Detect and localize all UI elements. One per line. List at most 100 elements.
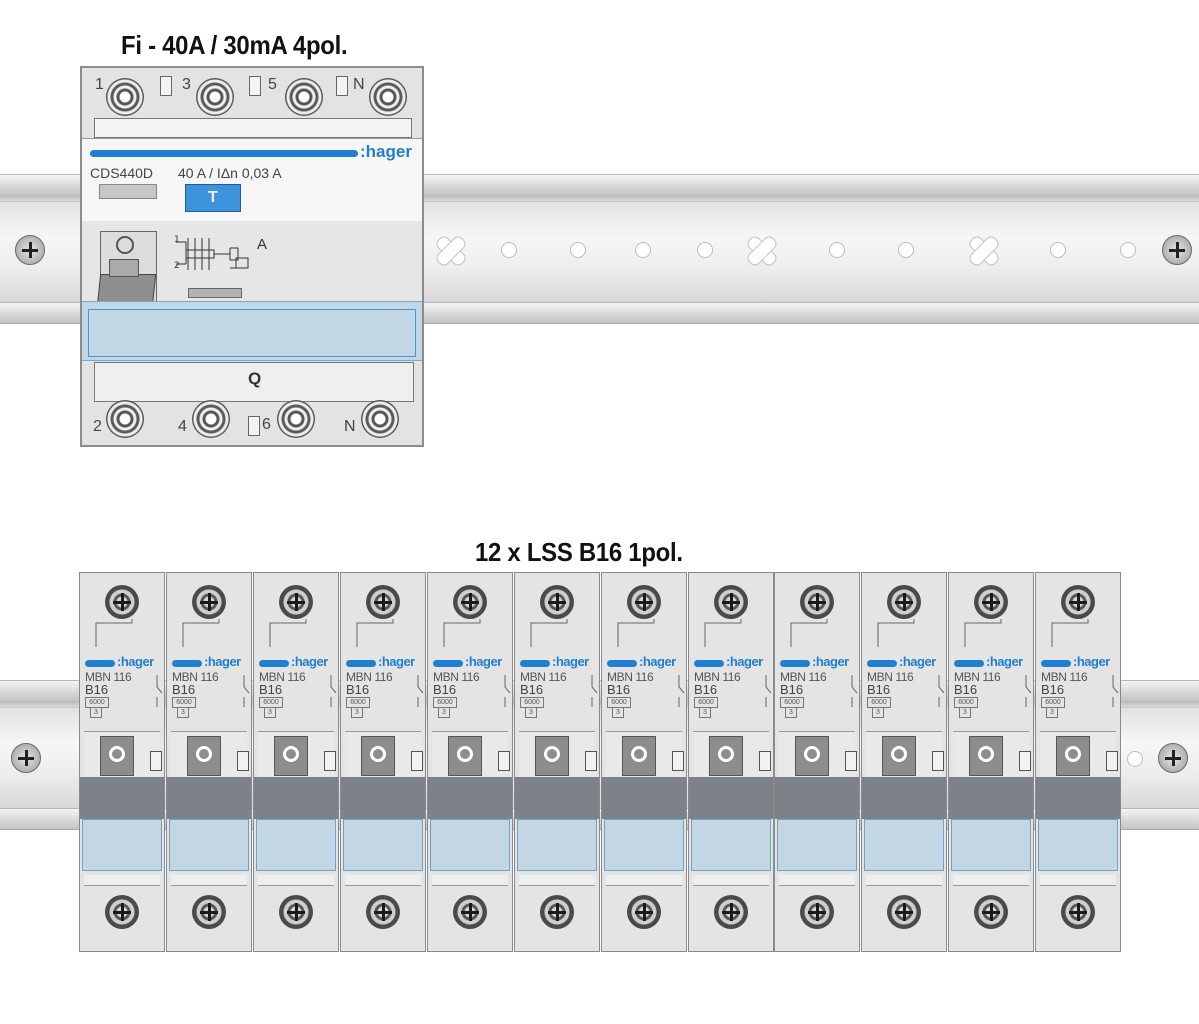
mcb-symbol-icon — [678, 675, 685, 707]
brand-bar — [1041, 660, 1071, 667]
mcb-brand: :hager — [1073, 654, 1110, 669]
terminal-label: 6 — [262, 416, 271, 433]
terminal-screw-icon[interactable] — [974, 585, 1008, 619]
toggle-switch[interactable] — [1056, 736, 1090, 776]
wire-line — [790, 619, 828, 647]
terminal-screw-icon[interactable] — [887, 895, 921, 929]
mcb-symbol-icon — [1025, 675, 1032, 707]
test-button[interactable]: T — [185, 184, 241, 212]
toggle-switch[interactable] — [535, 736, 569, 776]
terminal-screw-icon[interactable] — [366, 585, 400, 619]
terminal-screw-icon[interactable] — [196, 78, 234, 116]
bottom-panel — [94, 362, 414, 402]
rcd-title: Fi - 40A / 30mA 4pol. — [121, 30, 348, 60]
toggle-switch[interactable] — [448, 736, 482, 776]
terminal-screw-icon[interactable] — [714, 895, 748, 929]
brand-bar — [694, 660, 724, 667]
mcb-rating: B16 — [694, 682, 718, 697]
lever-top[interactable] — [109, 259, 139, 277]
rail-hole — [829, 242, 845, 258]
toggle-bar — [1036, 777, 1120, 819]
brand-bar — [85, 660, 115, 667]
terminal-slot — [248, 416, 260, 436]
terminal-screw-icon[interactable] — [192, 400, 230, 438]
terminal-screw-icon[interactable] — [540, 585, 574, 619]
terminal-screw-icon[interactable] — [369, 78, 407, 116]
mcb-model: MBN 116 — [520, 670, 567, 684]
terminal-screw-icon[interactable] — [105, 585, 139, 619]
mcb-rating: B16 — [867, 682, 891, 697]
toggle-slot — [150, 751, 162, 771]
toggle-switch[interactable] — [882, 736, 916, 776]
rcd-device[interactable]: 1 3 5 N :hager CDS440D 40 A / IΔn 0,03 A… — [80, 66, 424, 447]
terminal-label: 5 — [268, 76, 277, 93]
terminal-screw-icon[interactable] — [285, 78, 323, 116]
mcb-model: MBN 116 — [1041, 670, 1088, 684]
terminal-screw-icon[interactable] — [192, 585, 226, 619]
terminal-screw-icon[interactable] — [627, 895, 661, 929]
terminal-slot — [249, 76, 261, 96]
toggle-switch[interactable] — [795, 736, 829, 776]
terminal-screw-icon[interactable] — [887, 585, 921, 619]
terminal-screw-icon[interactable] — [277, 400, 315, 438]
rail-screw-icon — [15, 235, 45, 265]
terminal-screw-icon[interactable] — [106, 400, 144, 438]
terminal-screw-icon[interactable] — [105, 895, 139, 929]
toggle-slot — [411, 751, 423, 771]
terminal-screw-icon[interactable] — [1061, 585, 1095, 619]
mcb-symbol-icon — [156, 675, 163, 707]
wire-line — [95, 619, 133, 647]
toggle-switch[interactable] — [709, 736, 743, 776]
terminal-screw-icon[interactable] — [453, 585, 487, 619]
wire-line — [1051, 619, 1089, 647]
terminal-screw-icon[interactable] — [366, 895, 400, 929]
toggle-switch[interactable] — [100, 736, 134, 776]
schematic-label: A — [257, 236, 268, 253]
terminal-screw-icon[interactable] — [361, 400, 399, 438]
mcb-rating: B16 — [780, 682, 804, 697]
terminal-screw-icon[interactable] — [800, 585, 834, 619]
terminal-screw-icon[interactable] — [279, 895, 313, 929]
terminal-screw-icon[interactable] — [540, 895, 574, 929]
toggle-switch[interactable] — [361, 736, 395, 776]
mcb-rating: B16 — [172, 682, 196, 697]
mcb-brand: :hager — [812, 654, 849, 669]
terminal-screw-icon[interactable] — [279, 585, 313, 619]
mcb-class: 3 — [612, 707, 624, 718]
terminal-label: 2 — [93, 418, 102, 435]
terminal-screw-icon[interactable] — [714, 585, 748, 619]
label-strip — [343, 819, 423, 871]
mcb-class: 3 — [1046, 707, 1058, 718]
toggle-switch[interactable] — [622, 736, 656, 776]
toggle-switch[interactable] — [274, 736, 308, 776]
toggle-switch[interactable] — [969, 736, 1003, 776]
test-button-label: T — [208, 189, 218, 206]
terminal-screw-icon[interactable] — [106, 78, 144, 116]
toggle-switch[interactable] — [187, 736, 221, 776]
rcd-bar-indicator — [188, 288, 242, 298]
terminal-screw-icon[interactable] — [974, 895, 1008, 929]
terminal-screw-icon[interactable] — [453, 895, 487, 929]
terminal-screw-icon[interactable] — [192, 895, 226, 929]
terminal-screw-icon[interactable] — [627, 585, 661, 619]
rail-hole — [1120, 242, 1136, 258]
rcd-brand: :hager — [360, 142, 412, 161]
terminal-screw-icon[interactable] — [800, 895, 834, 929]
label-strip — [430, 819, 510, 871]
terminal-label: 4 — [178, 418, 187, 435]
bottom-cover — [606, 875, 682, 886]
terminal-screw-icon[interactable] — [1061, 895, 1095, 929]
toggle-bar — [428, 777, 512, 819]
